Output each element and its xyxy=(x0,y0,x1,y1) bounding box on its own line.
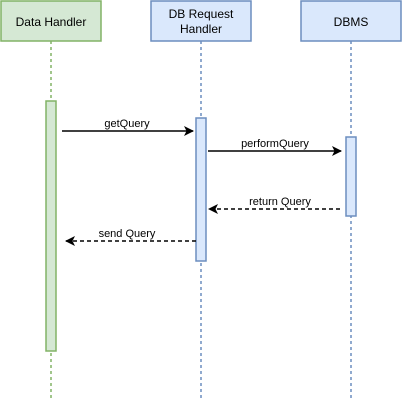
participant-label-line-1: DB Request xyxy=(169,7,234,21)
participant-label-line-2: Handler xyxy=(180,22,222,36)
participant-db-request-handler[interactable]: DB Request Handler xyxy=(150,0,252,42)
message-label: return Query xyxy=(249,196,311,208)
message-label: performQuery xyxy=(241,138,309,150)
activation-bar-dbms[interactable] xyxy=(345,136,357,217)
message-send-query[interactable]: send Query xyxy=(65,228,196,246)
message-label: send Query xyxy=(99,228,156,240)
participant-label: Data Handler xyxy=(16,15,87,29)
message-label: getQuery xyxy=(104,118,150,130)
participant-box xyxy=(0,0,102,42)
participant-data-handler[interactable]: Data Handler xyxy=(0,0,102,42)
participant-label: DBMS xyxy=(334,15,369,29)
message-getquery[interactable]: getQuery xyxy=(62,118,194,136)
activation-bar-data-handler[interactable] xyxy=(45,100,57,352)
message-performquery[interactable]: performQuery xyxy=(208,138,342,156)
participant-box xyxy=(150,0,252,42)
participant-dbms[interactable]: DBMS xyxy=(300,0,402,42)
activation-bar-db-request-handler[interactable] xyxy=(195,117,207,262)
participant-box xyxy=(300,0,402,42)
message-return-query[interactable]: return Query xyxy=(208,196,340,214)
